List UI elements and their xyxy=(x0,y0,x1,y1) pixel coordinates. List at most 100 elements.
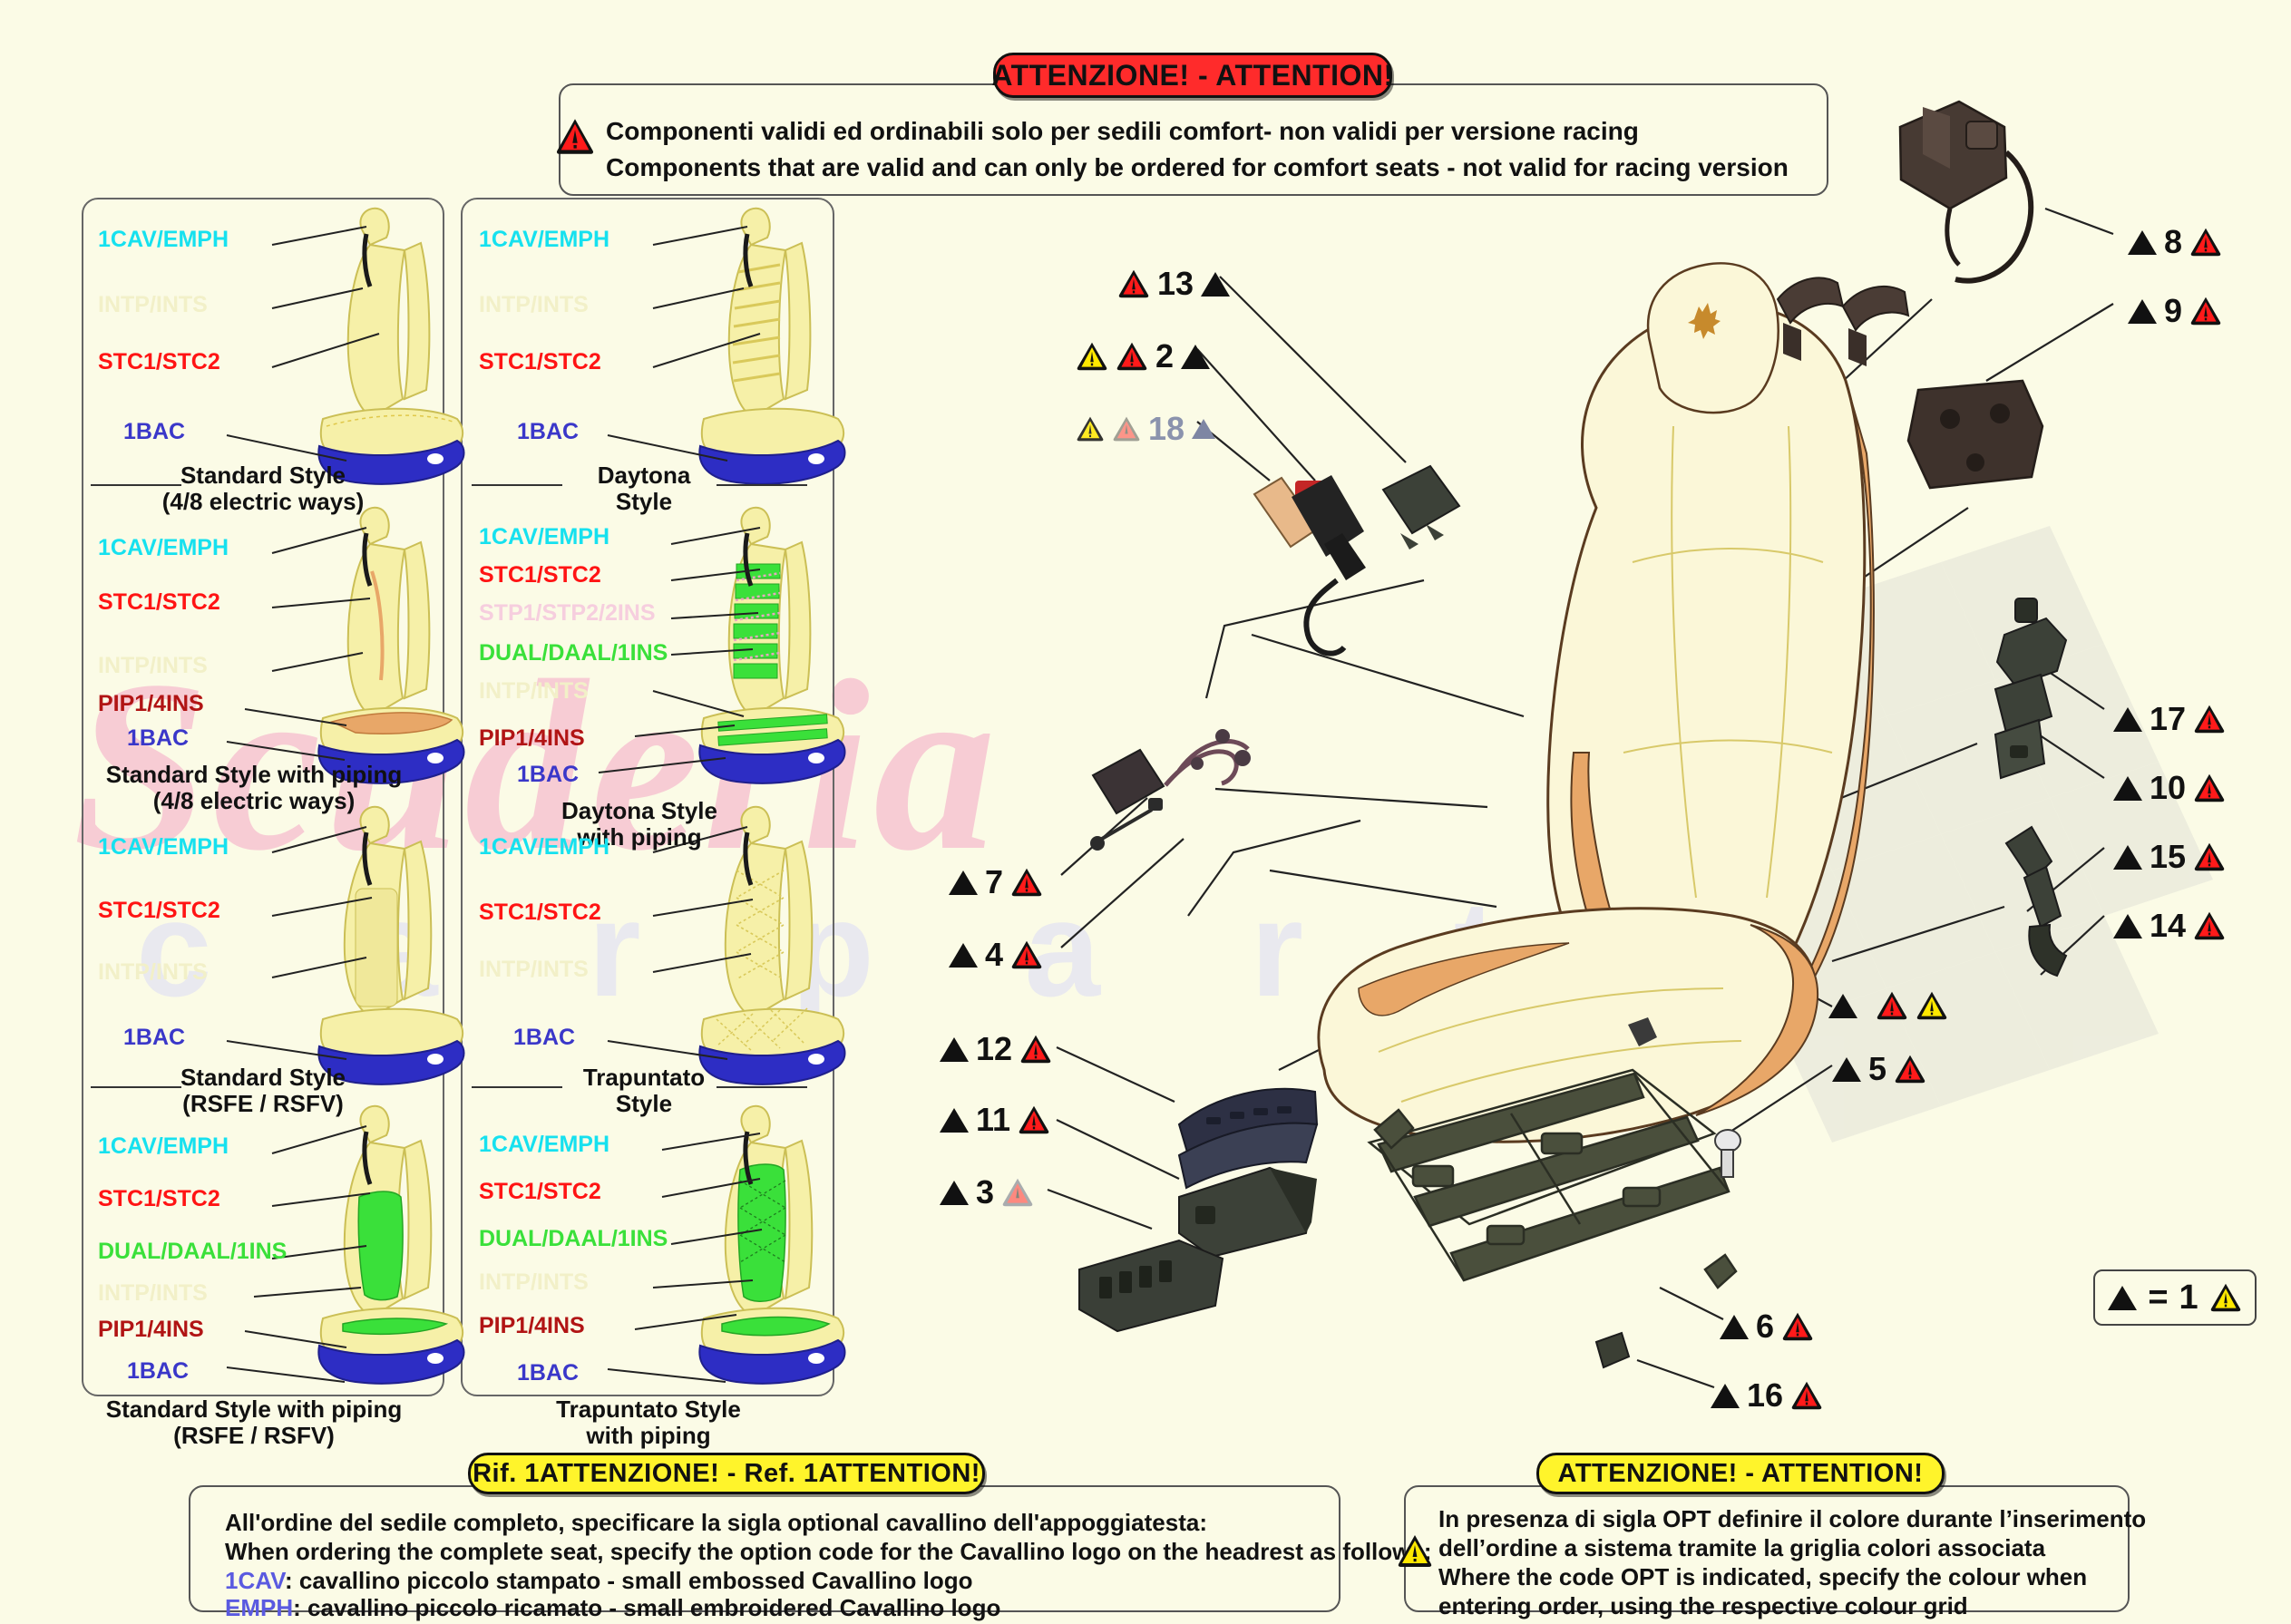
part-callout-14[interactable]: 14 xyxy=(2113,907,2226,945)
seat-style-panel-column-1 xyxy=(82,198,444,1396)
warning-triangle-red-icon xyxy=(1790,1380,1823,1411)
part-callout-10[interactable]: 10 xyxy=(2113,769,2226,807)
style-title-line1-6: Daytona Style xyxy=(561,797,717,824)
part-callout-12[interactable]: 12 xyxy=(940,1030,1052,1068)
style-label-intp-ints-7: INTP/INTS xyxy=(479,957,589,982)
headrest-guides-part xyxy=(1776,277,1910,366)
warning-triangle-yellow-icon xyxy=(1916,990,1948,1021)
mounting-bracket-part xyxy=(1906,379,2044,490)
style-label-1bac-3: 1BAC xyxy=(123,1025,186,1050)
part-number: 4 xyxy=(985,936,1004,973)
style-divider-2 xyxy=(91,1086,181,1088)
style-label-dual-daal-1ins-2: DUAL/DAAL/1INS xyxy=(479,640,668,666)
part-callout-16[interactable]: 16 xyxy=(1711,1376,1823,1415)
warning-triangle-red-faded-icon xyxy=(1112,415,1141,442)
style-divider xyxy=(91,484,181,486)
style-title-line2-7: Style xyxy=(615,1090,673,1118)
part-number: 7 xyxy=(985,863,1004,900)
code-1cav-text: : cavallino piccolo stampato - small emb… xyxy=(285,1567,973,1594)
seat-lever-part xyxy=(2004,825,2068,977)
style-title-line1-7: Trapuntato xyxy=(582,1064,706,1091)
warning-triangle-red-icon xyxy=(1018,1104,1050,1135)
style-title-line2-2: (4/8 electric ways) xyxy=(152,787,356,815)
warning-triangle-red-icon xyxy=(2193,704,2226,734)
bottom-left-note-tag: Rif. 1ATTENZIONE! - Ref. 1ATTENTION! xyxy=(468,1453,985,1494)
part-callout-8[interactable]: 8 xyxy=(2128,223,2222,261)
part-callout-9[interactable]: 9 xyxy=(2128,292,2222,330)
black-triangle-icon xyxy=(1832,1056,1861,1082)
style-label-stp1-stp2-2ins: STP1/STP2/2INS xyxy=(479,600,656,626)
black-triangle-icon xyxy=(2113,775,2142,801)
style-label-intp-ints-4: INTP/INTS xyxy=(98,1280,208,1306)
bottom-left-note-line2: When ordering the complete seat, specify… xyxy=(225,1538,1432,1565)
style-divider-6 xyxy=(717,1086,807,1088)
code-1cav: 1CAV xyxy=(225,1567,285,1594)
style-label-1cav-emph-3: 1CAV/EMPH xyxy=(98,834,229,860)
seat-motor-part xyxy=(1178,1166,1317,1259)
seat-rail-trim-part xyxy=(1177,1087,1319,1190)
part-number: 12 xyxy=(976,1030,1013,1067)
black-triangle-icon xyxy=(949,870,978,895)
style-label-stc1-stc2-7: STC1/STC2 xyxy=(479,900,601,925)
black-triangle-icon xyxy=(1720,1314,1749,1339)
style-title-line1-2: Standard Style with piping xyxy=(105,761,403,788)
style-label-intp-ints-6: INTP/INTS xyxy=(479,678,589,704)
style-label-stc1-stc2-6: STC1/STC2 xyxy=(479,562,601,588)
top-attention-tag: ATTENZIONE! - ATTENTION! xyxy=(991,53,1393,98)
part-callout-15[interactable]: 15 xyxy=(2113,838,2226,876)
style-label-stc1-stc2-8: STC1/STC2 xyxy=(479,1179,601,1204)
part-number: 14 xyxy=(2150,907,2187,944)
part-callout-2[interactable]: 2 xyxy=(1076,337,1211,375)
style-title-line2-6: with piping xyxy=(577,823,702,851)
code-emph: EMPH xyxy=(225,1594,294,1621)
part-callout-1[interactable] xyxy=(1828,990,1948,1021)
part-callout-5[interactable]: 5 xyxy=(1832,1050,1926,1088)
style-label-stc1-stc2-5: STC1/STC2 xyxy=(479,349,601,374)
style-label-pip1-4ins-2: PIP1/4INS xyxy=(98,1317,204,1342)
black-triangle-icon xyxy=(2128,298,2157,324)
part-number: 8 xyxy=(2164,223,2183,260)
part-callout-4[interactable]: 4 xyxy=(949,936,1043,974)
style-title-trapuntato: Trapuntato Style xyxy=(494,1064,794,1118)
style-label-1bac: 1BAC xyxy=(123,419,186,444)
style-title-standard: Standard Style (4/8 electric ways) xyxy=(104,462,422,515)
style-divider-4 xyxy=(717,484,807,486)
style-title-line2-4: (RSFE / RSFV) xyxy=(173,1422,335,1450)
part-callout-17[interactable]: 17 xyxy=(2113,700,2226,738)
warning-triangle-red-faded-icon xyxy=(1001,1177,1034,1208)
warning-triangle-red-icon xyxy=(1781,1311,1814,1342)
part-callout-13[interactable]: 13 xyxy=(1117,265,1231,303)
style-label-intp-ints-3: INTP/INTS xyxy=(98,959,208,985)
style-label-pip1-4ins-3: PIP1/4INS xyxy=(479,725,585,751)
part-callout-18[interactable]: 18 xyxy=(1076,410,1216,448)
black-triangle-icon xyxy=(2128,229,2157,255)
style-label-1bac-4: 1BAC xyxy=(127,1358,190,1384)
black-triangle-icon xyxy=(1711,1383,1740,1408)
style-label-stc1-stc2: STC1/STC2 xyxy=(98,349,220,374)
part-callout-7[interactable]: 7 xyxy=(949,863,1043,901)
style-label-intp-ints-2: INTP/INTS xyxy=(98,653,208,678)
part-callout-11[interactable]: 11 xyxy=(940,1101,1050,1139)
part-number: 6 xyxy=(1756,1308,1775,1345)
part-callout-3[interactable]: 3 xyxy=(940,1173,1034,1211)
style-label-1cav-emph-2: 1CAV/EMPH xyxy=(98,535,229,560)
style-title-line1-3: Standard Style xyxy=(180,1064,346,1091)
style-title-line1: Standard Style xyxy=(180,462,346,489)
black-triangle-icon xyxy=(949,942,978,968)
warning-triangle-red-icon xyxy=(1117,268,1150,299)
warning-triangle-red-icon xyxy=(2193,910,2226,941)
part-callout-6[interactable]: 6 xyxy=(1720,1308,1814,1346)
black-triangle-icon xyxy=(940,1107,969,1133)
legend-box: = 1 xyxy=(2093,1269,2257,1326)
style-label-dual-daal-1ins-3: DUAL/DAAL/1INS xyxy=(479,1226,668,1251)
style-label-intp-ints-5: INTP/INTS xyxy=(479,292,589,317)
warning-triangle-yellow-icon xyxy=(1076,341,1108,372)
style-label-intp-ints: INTP/INTS xyxy=(98,292,208,317)
warning-triangle-yellow-icon xyxy=(1076,415,1105,442)
black-triangle-icon xyxy=(1828,993,1857,1018)
style-title-line2-3: (RSFE / RSFV) xyxy=(182,1090,344,1118)
part-number: 3 xyxy=(976,1173,995,1211)
style-label-1bac-8: 1BAC xyxy=(517,1360,580,1386)
black-triangle-icon xyxy=(2108,1285,2138,1310)
bottom-left-note-code2-row: EMPH: cavallino piccolo ricamato - small… xyxy=(225,1592,1000,1624)
